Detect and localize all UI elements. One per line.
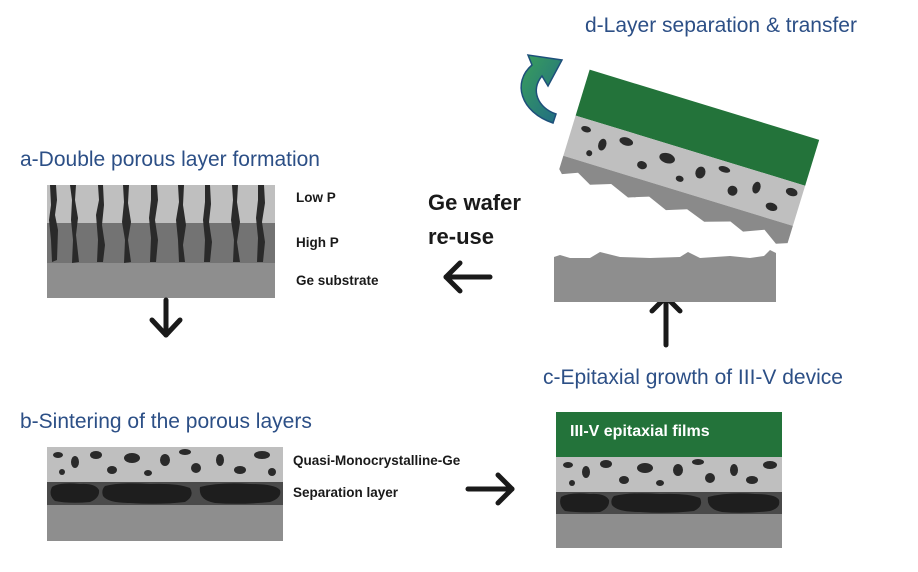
void (563, 462, 573, 468)
void (90, 451, 102, 459)
pore-column (149, 185, 158, 262)
void (637, 463, 653, 473)
void (727, 185, 738, 196)
void (160, 454, 170, 466)
void (144, 470, 152, 476)
void (59, 469, 65, 475)
title-c: c-Epitaxial growth of III-V device (543, 366, 843, 389)
void (234, 466, 246, 474)
label-low-p: Low P (296, 190, 336, 205)
separation-void (707, 493, 780, 513)
c-separation-voids (560, 493, 780, 513)
void (730, 464, 738, 476)
b-substrate-layer (47, 505, 283, 541)
a-high-porous-layer (47, 223, 275, 263)
void (107, 466, 117, 474)
pore-column (96, 185, 105, 262)
void (71, 456, 79, 468)
separation-void (611, 493, 702, 513)
arrow-down-a-to-b (149, 297, 183, 338)
void (124, 453, 140, 463)
c-quasi-mono-layer (556, 457, 782, 492)
pore-column (203, 185, 212, 262)
separation-void (102, 483, 192, 504)
pore-column (256, 185, 265, 262)
void (673, 464, 683, 476)
void (268, 468, 276, 476)
label-ge-substrate: Ge substrate (296, 273, 379, 288)
curved-lift-arrow (520, 54, 564, 124)
title-d: d-Layer separation & transfer (585, 14, 857, 37)
panel-d-wafer (554, 250, 776, 302)
void (705, 473, 715, 483)
reuse-line1: Ge wafer (428, 190, 521, 215)
d-voids (581, 126, 798, 212)
separation-void (560, 493, 610, 513)
title-a: a-Double porous layer formation (20, 148, 320, 171)
void (637, 161, 647, 170)
panel-a-stack (47, 185, 275, 298)
reuse-line2: re-use (428, 224, 495, 249)
void (752, 181, 761, 194)
void (600, 460, 612, 468)
void (619, 137, 634, 146)
label-separation-layer: Separation layer (293, 485, 399, 500)
void (581, 126, 591, 133)
d-iii-v-film-layer (575, 69, 820, 186)
void (695, 166, 706, 179)
void (765, 202, 778, 212)
void (692, 459, 704, 465)
void (659, 152, 675, 164)
void (598, 138, 607, 151)
label-quasi-mono: Quasi-Monocrystalline-Ge (293, 453, 461, 468)
a-low-porous-layer (47, 185, 275, 223)
void (582, 466, 590, 478)
void (569, 480, 575, 486)
arrow-right-b-to-c (465, 472, 515, 506)
panel-b-stack (47, 447, 283, 541)
void (586, 150, 593, 157)
void (216, 454, 224, 466)
pore-column (122, 185, 131, 263)
b-separation-voids (50, 483, 281, 504)
a-pore-columns (49, 185, 265, 263)
title-b: b-Sintering of the porous layers (20, 410, 312, 433)
a-ge-substrate-layer (47, 263, 275, 298)
arrow-left-reuse (443, 260, 493, 294)
void (746, 476, 758, 484)
void (763, 461, 777, 469)
pore-column (49, 185, 58, 262)
d-reused-wafer (554, 250, 776, 302)
void (656, 480, 664, 486)
c-substrate-layer (556, 514, 782, 548)
curved-arrow-body (520, 54, 564, 124)
label-high-p: High P (296, 235, 339, 250)
c-iii-v-film-layer (556, 412, 782, 457)
separation-void (199, 483, 281, 504)
separation-void (50, 483, 100, 503)
label-iii-v-films: III-V epitaxial films (570, 423, 710, 440)
void (785, 187, 798, 197)
void (53, 452, 63, 458)
void (191, 463, 201, 473)
void (254, 451, 270, 459)
arrow-up-c-to-d (649, 294, 683, 348)
b-voids (53, 449, 276, 476)
d-rough-bottom (559, 155, 793, 244)
void (718, 166, 731, 173)
pore-column (231, 185, 240, 262)
void (179, 449, 191, 455)
void (675, 175, 684, 182)
panel-c-stack (556, 412, 782, 548)
c-voids (563, 459, 777, 486)
void (619, 476, 629, 484)
panel-d-lifted-stack (559, 69, 820, 244)
pore-column (176, 185, 186, 262)
pore-column (70, 185, 79, 263)
